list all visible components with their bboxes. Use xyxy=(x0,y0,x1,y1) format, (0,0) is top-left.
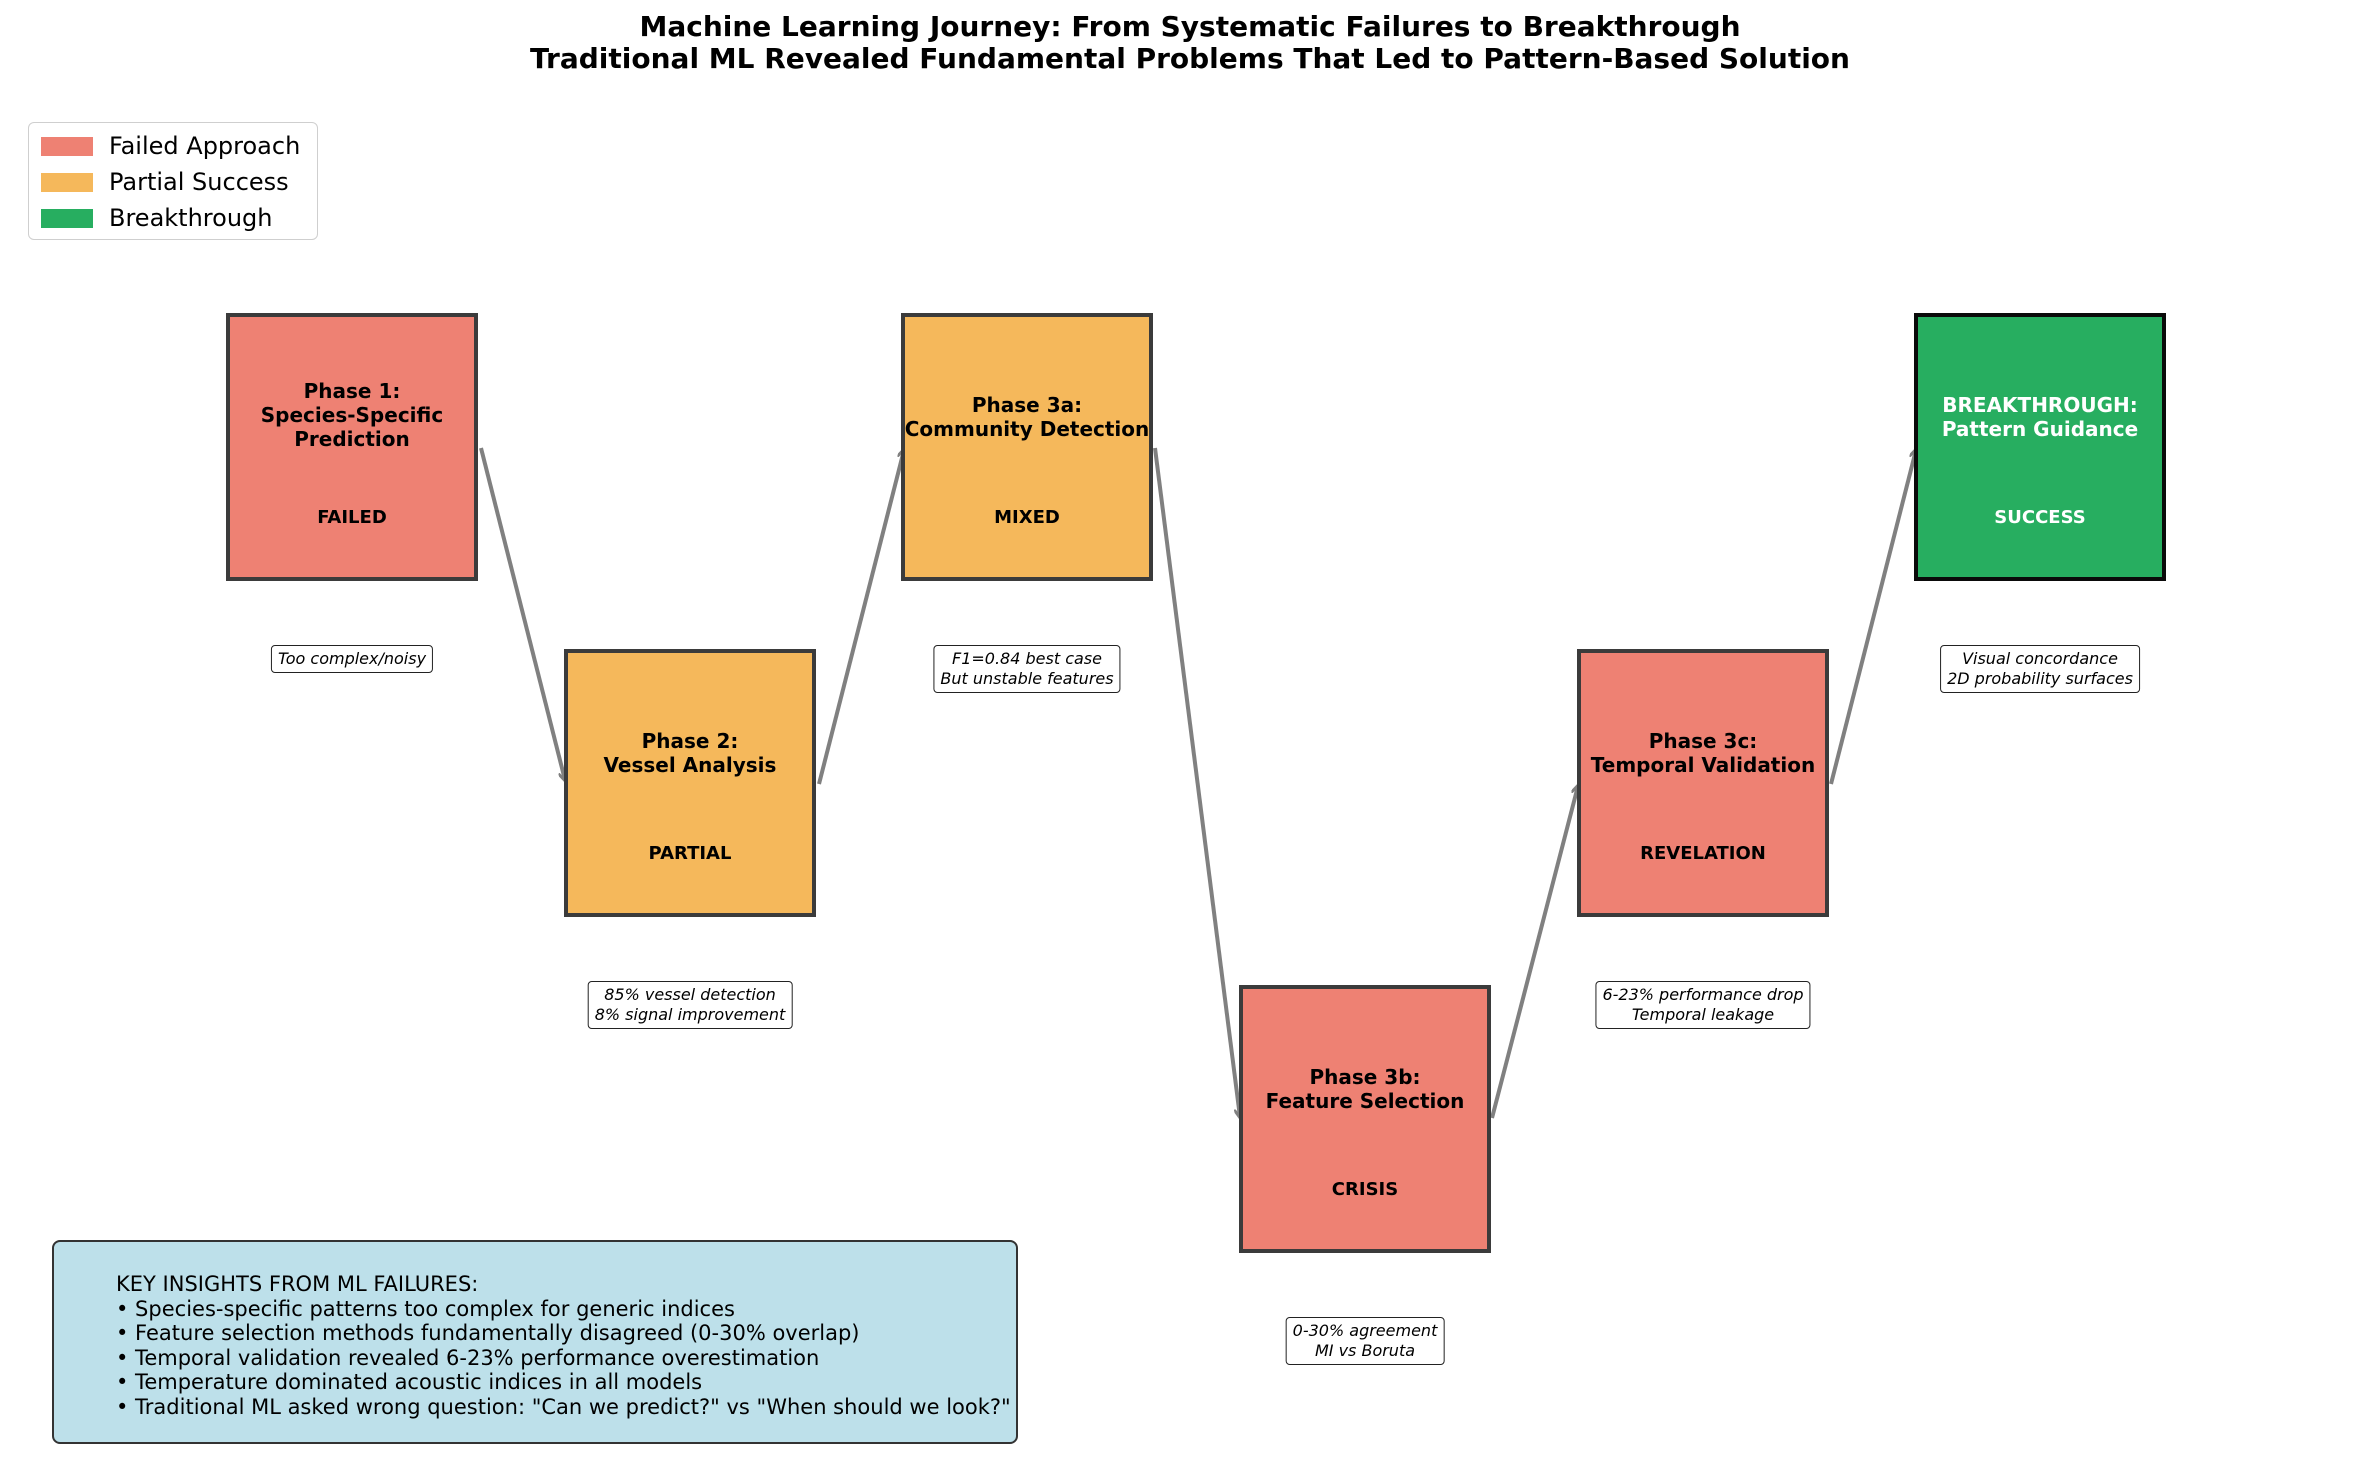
phase-2-box: Phase 2: Vessel Analysis PARTIAL xyxy=(564,649,816,917)
legend-swatch-failed xyxy=(41,136,93,156)
insights-heading: KEY INSIGHTS FROM ML FAILURES: xyxy=(116,1272,479,1296)
legend-item-partial: Partial Success xyxy=(41,167,289,197)
insight-item: • Feature selection methods fundamentall… xyxy=(116,1321,860,1345)
insight-item: • Temporal validation revealed 6-23% per… xyxy=(116,1345,820,1370)
key-insights-panel: KEY INSIGHTS FROM ML FAILURES: • Species… xyxy=(52,1240,1018,1444)
insight-item: • Traditional ML asked wrong question: "… xyxy=(116,1394,1011,1419)
phase-3c-box: Phase 3c: Temporal Validation REVELATION xyxy=(1577,649,1829,917)
phase-2-status: PARTIAL xyxy=(648,843,732,864)
legend-item-breakthrough: Breakthrough xyxy=(41,203,272,233)
legend-label-breakthrough: Breakthrough xyxy=(109,204,273,232)
phase-3a-title: Phase 3a: Community Detection xyxy=(904,393,1150,441)
phase-2-title: Phase 2: Vessel Analysis xyxy=(603,729,777,777)
diagram-title: Machine Learning Journey: From Systemati… xyxy=(639,10,1741,43)
legend-swatch-partial xyxy=(41,172,93,192)
arrow-phase1-to-phase2 xyxy=(479,447,565,780)
phase-3b-box: Phase 3b: Feature Selection CRISIS xyxy=(1239,985,1491,1253)
phase-1-status: FAILED xyxy=(317,507,387,528)
phase-2-note: 85% vessel detection 8% signal improveme… xyxy=(587,981,793,1029)
diagram-subtitle: Traditional ML Revealed Fundamental Prob… xyxy=(530,42,1850,75)
breakthrough-note: Visual concordance 2D probability surfac… xyxy=(1940,645,2140,693)
legend-item-failed: Failed Approach xyxy=(41,131,300,161)
phase-3b-note: 0-30% agreement MI vs Boruta xyxy=(1285,1317,1445,1365)
phase-3a-note: F1=0.84 best case But unstable features xyxy=(933,645,1121,693)
phase-3c-note: 6-23% performance drop Temporal leakage xyxy=(1595,981,1811,1029)
arrow-phase3a-to-phase3b xyxy=(1153,447,1240,1117)
arrow-phase3b-to-phase3c xyxy=(1490,786,1578,1119)
phase-3c-status: REVELATION xyxy=(1640,843,1766,864)
legend-label-failed: Failed Approach xyxy=(109,132,301,160)
phase-1-title: Phase 1: Species-Specific Prediction xyxy=(260,379,444,451)
breakthrough-title: BREAKTHROUGH: Pattern Guidance xyxy=(1941,393,2139,441)
arrow-phase3c-to-breakthrough xyxy=(1829,450,1916,785)
phase-3c-title: Phase 3c: Temporal Validation xyxy=(1590,729,1816,777)
phase-3b-title: Phase 3b: Feature Selection xyxy=(1265,1065,1465,1113)
legend: Failed Approach Partial Success Breakthr… xyxy=(28,122,318,240)
legend-swatch-breakthrough xyxy=(41,208,93,228)
legend-label-partial: Partial Success xyxy=(109,168,289,196)
breakthrough-status: SUCCESS xyxy=(1994,507,2086,528)
phase-1-box: Phase 1: Species-Specific Prediction FAI… xyxy=(226,313,478,581)
phase-3a-box: Phase 3a: Community Detection MIXED xyxy=(901,313,1153,581)
phase-3b-status: CRISIS xyxy=(1331,1179,1399,1200)
insight-item: • Species-specific patterns too complex … xyxy=(116,1296,735,1321)
phase-3a-status: MIXED xyxy=(994,507,1060,528)
breakthrough-box: BREAKTHROUGH: Pattern Guidance SUCCESS xyxy=(1914,313,2166,581)
insight-item: • Temperature dominated acoustic indices… xyxy=(116,1370,703,1394)
phase-1-note: Too complex/noisy xyxy=(270,645,434,673)
arrow-phase2-to-phase3a xyxy=(817,450,904,785)
